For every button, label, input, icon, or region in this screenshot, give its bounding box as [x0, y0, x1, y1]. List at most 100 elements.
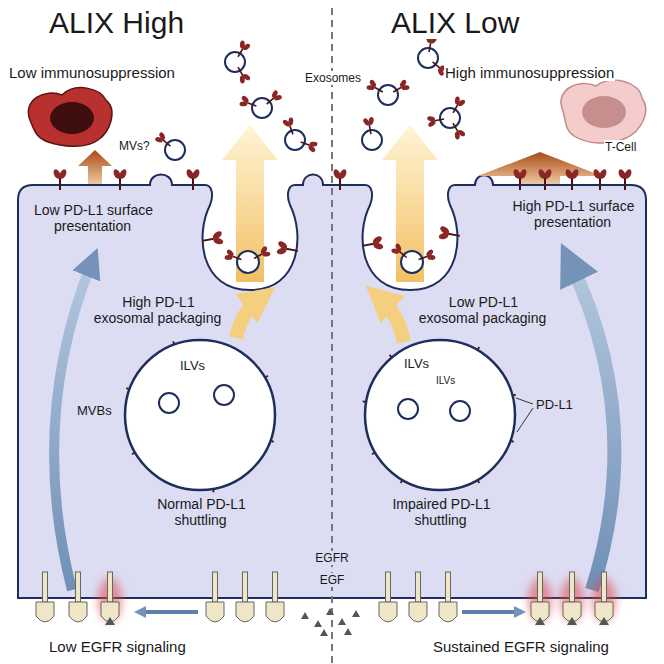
pd-l1-symbol	[52, 168, 68, 190]
release-arrow	[382, 125, 438, 282]
egfr-receptor	[439, 602, 457, 622]
pd-l1-symbol	[263, 88, 284, 109]
process-label: High PD-L1 exosomal packaging	[92, 294, 224, 326]
pd-l1-symbol	[112, 168, 128, 190]
fusion-arrow	[236, 300, 258, 338]
pd-l1-symbol	[233, 39, 253, 60]
label-ground: Exosomes	[304, 71, 362, 85]
egfr-receptor	[76, 572, 81, 602]
egfr-receptor	[213, 572, 218, 602]
label-ground: Normal PD-L1 shuttling	[156, 496, 246, 528]
pd-l1-symbol	[437, 224, 461, 243]
egfr-receptor	[446, 572, 451, 602]
egfr-receptor	[43, 572, 48, 602]
label-ground: Low PD-L1 surface presentation	[33, 202, 153, 234]
egfr-receptor	[36, 602, 54, 622]
surface-arrow	[570, 262, 614, 590]
label-ground: PD-L1	[535, 397, 574, 412]
pd-l1-symbol	[238, 94, 259, 112]
pd-l1-symbol	[362, 116, 377, 135]
pd-l1-symbol	[201, 229, 225, 248]
outcome-label: High immunosuppression	[444, 64, 659, 81]
process-label: Impaired PD-L1 shuttling	[366, 496, 516, 528]
suppression-arrow	[78, 150, 112, 184]
egf-ligand	[567, 617, 577, 625]
egf-ligand	[352, 610, 360, 617]
pd-l1-symbol	[592, 168, 608, 190]
suppression-arrow	[478, 152, 602, 184]
part-label: Exosomes	[300, 72, 366, 86]
t-cell	[561, 80, 646, 143]
egf-ligand	[535, 617, 545, 625]
egf-ligand	[344, 628, 352, 635]
pd-l1-symbol	[365, 78, 386, 98]
pd-l1-symbol	[361, 234, 385, 253]
egfr-receptor	[243, 572, 248, 602]
outcome-label: Low immunosuppression	[8, 64, 223, 81]
t-cell-nucleus	[582, 96, 626, 128]
leader-line	[516, 398, 533, 404]
label-ground: ALIX Low	[390, 6, 520, 39]
exosome	[225, 52, 245, 72]
process-label: Sustained EGFR signaling	[432, 638, 657, 655]
egfr-receptor	[379, 602, 397, 622]
t-cell-nucleus	[50, 102, 94, 134]
egfr-receptor	[69, 602, 87, 622]
pd-l1-symbol	[426, 113, 445, 128]
egfr-receptor	[602, 572, 607, 602]
pd-l1-symbol	[223, 248, 244, 266]
pd-l1-symbol	[617, 168, 633, 190]
pd-l1-symbol	[389, 241, 410, 262]
pd-l1-symbol	[332, 168, 348, 190]
part-label: EGF	[316, 574, 348, 588]
egf-ligand	[301, 612, 309, 619]
exosome	[440, 108, 460, 128]
pd-l1-symbol	[281, 116, 299, 137]
part-label: EGFR	[312, 552, 352, 566]
exosome	[362, 130, 382, 150]
signal-arrow	[462, 610, 520, 614]
exosome	[252, 98, 272, 118]
label-ground: Impaired PD-L1 shuttling	[391, 496, 490, 528]
ilv-label: ILVs	[404, 357, 429, 371]
ilv-vesicle	[159, 393, 179, 413]
label-ground: MVBs	[76, 403, 113, 418]
pd-l1-symbol	[416, 248, 437, 266]
divider-line	[331, 8, 333, 664]
pd-l1-symbol	[448, 120, 468, 141]
egfr-receptor	[409, 602, 427, 622]
pd-l1-symbol	[564, 168, 580, 190]
label-ground: EGF	[319, 573, 346, 587]
exosome	[418, 48, 438, 68]
process-label: Low EGFR signaling	[48, 638, 248, 655]
egfr-receptor	[108, 572, 113, 602]
ilv-label: ILVs	[436, 375, 455, 386]
pd-l1-symbol	[537, 168, 553, 190]
process-label: Low PD-L1 exosomal packaging	[418, 294, 548, 326]
ilv-vesicle	[450, 401, 470, 421]
label-ground: High immunosuppression	[444, 64, 615, 81]
exosome	[285, 130, 305, 150]
label-ground: Low EGFR signaling	[48, 638, 187, 655]
pd-l1-symbol	[298, 136, 319, 154]
exosome	[401, 251, 423, 273]
label-ground: High PD-L1 surface presentation	[511, 198, 634, 230]
label-ground: Sustained EGFR signaling	[432, 638, 610, 655]
pd-l1-symbol	[275, 239, 299, 258]
label-ground: ALIX High	[48, 6, 185, 39]
surface-arrow	[54, 262, 92, 590]
egfr-receptor	[570, 572, 575, 602]
egf-ligand	[599, 617, 609, 625]
egfr-receptor	[538, 572, 543, 602]
egfr-receptor	[266, 602, 284, 622]
egfr-receptor	[273, 572, 278, 602]
ilv-vesicle	[214, 385, 234, 405]
label-ground: MVs?	[118, 139, 151, 153]
heading: ALIX High	[48, 6, 248, 41]
part-label: MVBs	[76, 404, 120, 419]
egf-ligand	[105, 617, 115, 625]
fusion-arrow	[382, 300, 404, 342]
egf-ligand	[338, 618, 346, 625]
label-ground: EGFR	[314, 551, 349, 565]
